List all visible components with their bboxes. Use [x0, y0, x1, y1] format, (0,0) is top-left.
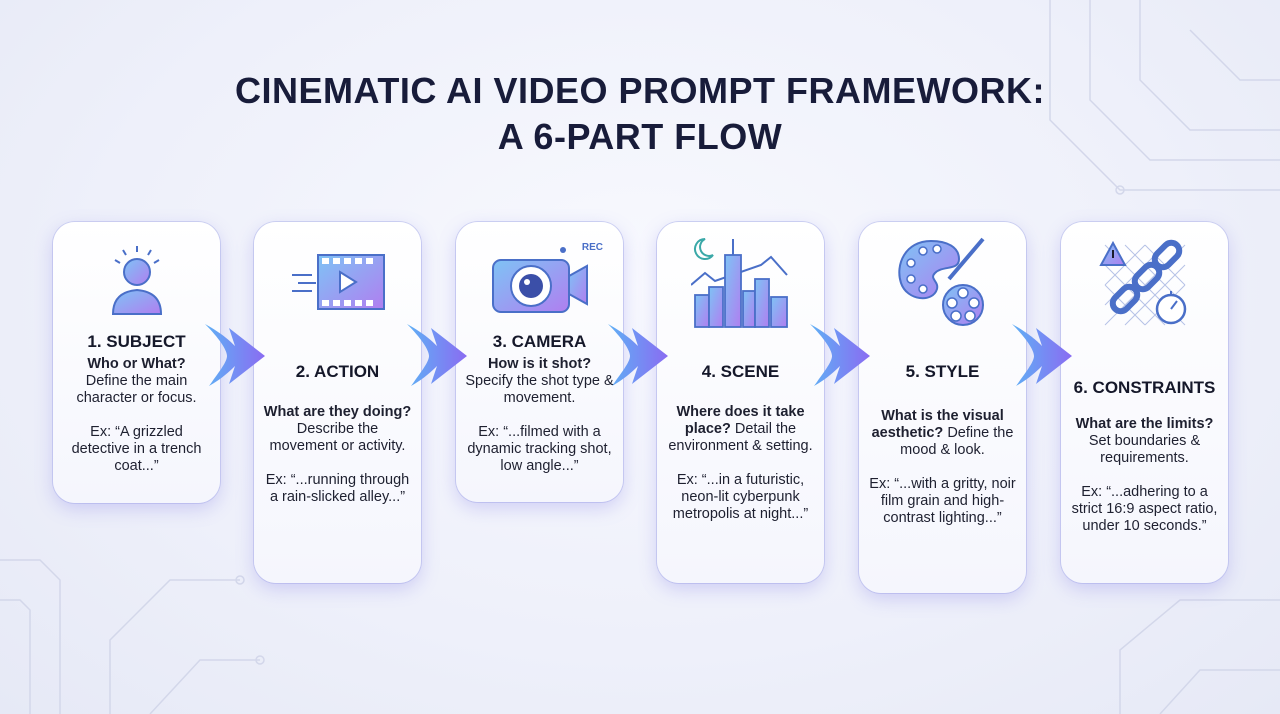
film-play-icon	[262, 222, 413, 332]
step-description: Detail the environment & setting.	[668, 421, 813, 454]
chain-stopwatch-icon	[1069, 222, 1220, 332]
step-example: Ex: “...with a gritty, noir film grain a…	[869, 476, 1016, 526]
person-icon	[61, 222, 212, 332]
step-example: Ex: “...running through a rain-slicked a…	[265, 472, 410, 505]
flow-arrow-icon	[608, 324, 668, 386]
step-card-subject: 1. SUBJECT Who or What?Define the main c…	[53, 222, 220, 503]
step-question: Who or What?	[87, 356, 186, 372]
rec-label: REC	[581, 242, 603, 253]
step-card-action: 2. ACTION What are they doing?Describe t…	[254, 222, 421, 583]
step-example: Ex: “...adhering to a strict 16:9 aspect…	[1071, 484, 1218, 534]
step-example: Ex: “...in a futuristic, neon-lit cyberp…	[672, 472, 809, 522]
step-example: Ex: “...filmed with a dynamic tracking s…	[467, 424, 612, 474]
step-card-camera: REC 3. CAMERA How is it shot?Specify the…	[456, 222, 623, 502]
step-card-scene: 4. SCENE Where does it take place? Detai…	[657, 222, 824, 583]
flow-arrow-icon	[1012, 324, 1072, 386]
camera-icon: REC	[464, 222, 615, 332]
step-description: Specify the shot type & movement.	[465, 373, 614, 406]
step-title: 3. CAMERA	[492, 332, 587, 351]
flow-arrow-icon	[205, 324, 265, 386]
step-example: Ex: “A grizzled detective in a trench co…	[71, 424, 202, 474]
step-description: Define the mood & look.	[900, 425, 1014, 458]
step-question: Where does it take place?	[676, 404, 805, 437]
flow-arrow-icon	[810, 324, 870, 386]
step-title: 1. SUBJECT	[87, 332, 186, 351]
title-line-1: CINEMATIC AI VIDEO PROMPT FRAMEWORK:	[235, 70, 1045, 111]
step-question: What is the visual aesthetic?	[871, 408, 1004, 441]
city-skyline-icon	[665, 222, 816, 332]
flow-arrow-icon	[407, 324, 467, 386]
page-title: CINEMATIC AI VIDEO PROMPT FRAMEWORK: A 6…	[0, 68, 1280, 160]
palette-film-reel-icon	[867, 222, 1018, 332]
step-card-style: 5. STYLE What is the visual aesthetic? D…	[859, 222, 1026, 593]
step-question: What are the limits?	[1075, 416, 1214, 432]
step-description: Describe the movement or activity.	[269, 421, 406, 454]
step-title: 6. CONSTRAINTS	[1073, 378, 1216, 397]
step-question: What are they doing?	[263, 404, 412, 420]
step-card-constraints: 6. CONSTRAINTS What are the limits?Set b…	[1061, 222, 1228, 583]
step-description: Set boundaries & requirements.	[1088, 433, 1201, 466]
title-line-2: A 6-PART FLOW	[497, 116, 783, 157]
step-description: Define the main character or focus.	[76, 373, 197, 406]
step-title: 4. SCENE	[701, 362, 780, 381]
step-title: 5. STYLE	[905, 362, 980, 381]
step-title: 2. ACTION	[295, 362, 380, 381]
step-question: How is it shot?	[487, 356, 592, 372]
